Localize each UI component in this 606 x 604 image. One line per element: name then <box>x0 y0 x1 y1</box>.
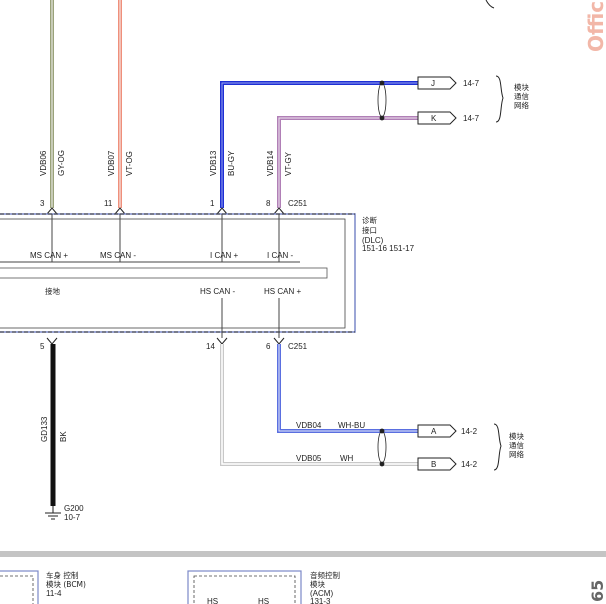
acm-label-ref: 131-3 <box>310 597 331 604</box>
twisted-pair-marker-top <box>377 80 387 121</box>
wire-vdb05-color: WH <box>340 454 354 463</box>
twisted-pair-marker-bottom <box>377 428 387 467</box>
wire-vdb13 <box>220 81 418 208</box>
bottom-pin-chevrons <box>46 337 285 345</box>
wire-vdb13-color: BU-GY <box>227 150 236 176</box>
connector-j-letter: J <box>431 79 435 88</box>
network-top-line2: 通信 <box>514 91 529 101</box>
pin-8-label: 8 <box>266 199 271 208</box>
signal-ms-can-minus: MS CAN - <box>100 251 136 260</box>
acm-pin-hs-2: HS <box>258 597 269 604</box>
wire-vdb14-color: VT-GY <box>284 151 293 176</box>
dlc-module-box <box>0 213 356 333</box>
connector-j-ref: 14-7 <box>463 79 480 88</box>
connector-b-ref: 14-2 <box>461 460 478 469</box>
pin-14-label: 14 <box>206 342 215 351</box>
connector-a-ref: 14-2 <box>461 427 478 436</box>
connector-b[interactable]: B <box>417 457 457 471</box>
wire-vdb04-color: WH-BU <box>338 421 365 430</box>
wire-vdb04-circuit: VDB04 <box>296 421 322 430</box>
acm-module <box>187 570 302 604</box>
acm-label-line1: 音频控制 <box>310 570 340 580</box>
bcm-label-line2: 模块 (BCM) <box>46 579 86 589</box>
acm-label-line2: 模块 <box>310 579 325 589</box>
wire-vdb05 <box>220 344 418 466</box>
connector-j[interactable]: J <box>417 76 457 90</box>
internal-stubs <box>0 214 300 338</box>
network-bottom-line1: 模块 <box>509 431 524 441</box>
connector-k-ref: 14-7 <box>463 114 480 123</box>
pin-3-label: 3 <box>40 199 45 208</box>
acm-pin-hs-1: HS <box>207 597 218 604</box>
pin-6-label: 6 <box>266 342 271 351</box>
connector-c251-top: C251 <box>288 199 308 208</box>
ground-point-name: G200 <box>64 504 84 513</box>
wire-gd133-circuit: GD133 <box>40 416 49 442</box>
pin-11-label: 11 <box>104 199 113 208</box>
ground-point-ref: 10-7 <box>64 513 81 522</box>
connector-c251-bottom: C251 <box>288 342 308 351</box>
wire-vdb13-circuit: VDB13 <box>209 150 218 176</box>
brace-top-icon <box>495 75 504 123</box>
network-bottom-line2: 通信 <box>509 440 524 450</box>
dlc-label-refs: 151-16 151-17 <box>362 244 415 253</box>
network-top-line1: 模块 <box>514 82 529 92</box>
dlc-label-line2: 接口 <box>362 225 377 235</box>
wire-gd133-color: BK <box>59 431 68 442</box>
bcm-module <box>0 570 39 604</box>
page-number: 65 <box>588 580 606 602</box>
wire-vdb05-circuit: VDB05 <box>296 454 322 463</box>
signal-i-can-plus: I CAN + <box>210 251 239 260</box>
connector-k-letter: K <box>431 114 437 123</box>
signal-i-can-minus: I CAN - <box>267 251 294 260</box>
wire-vdb07-color: VT-OG <box>125 151 134 176</box>
brand-watermark: Offic <box>584 1 606 52</box>
wire-vdb07-circuit: VDB07 <box>107 150 116 176</box>
wire-vdb14 <box>277 116 418 208</box>
bcm-label-line1: 车身 控制 <box>46 570 78 580</box>
pin-1-label: 1 <box>210 199 215 208</box>
bcm-label-ref: 11-4 <box>46 589 62 598</box>
signal-ground: 接地 <box>45 286 60 296</box>
connector-a-letter: A <box>431 427 437 436</box>
connector-b-letter: B <box>431 460 436 469</box>
network-bottom-line3: 网络 <box>509 449 524 459</box>
wire-vdb04 <box>277 344 418 433</box>
acm-label-line3: (ACM) <box>310 589 333 598</box>
signal-hs-can-plus: HS CAN + <box>264 287 301 296</box>
pin-5-label: 5 <box>40 342 45 351</box>
wire-vdb14-circuit: VDB14 <box>266 150 275 176</box>
dlc-label-line1: 诊断 <box>362 215 377 225</box>
brace-bottom-icon <box>493 423 502 471</box>
top-pin-chevrons <box>46 207 285 215</box>
connector-a[interactable]: A <box>417 424 457 438</box>
network-top-line3: 网络 <box>514 100 529 110</box>
dlc-label-line3: (DLC) <box>362 236 384 245</box>
signal-ms-can-plus: MS CAN + <box>30 251 68 260</box>
wire-vdb06-circuit: VDB06 <box>39 150 48 176</box>
wire-vdb06-color: GY-OG <box>57 150 66 176</box>
ground-symbol-icon <box>45 506 61 520</box>
page-separator <box>0 551 606 557</box>
partial-arc-top <box>485 0 495 9</box>
connector-k[interactable]: K <box>417 111 457 125</box>
signal-hs-can-minus: HS CAN - <box>200 287 235 296</box>
